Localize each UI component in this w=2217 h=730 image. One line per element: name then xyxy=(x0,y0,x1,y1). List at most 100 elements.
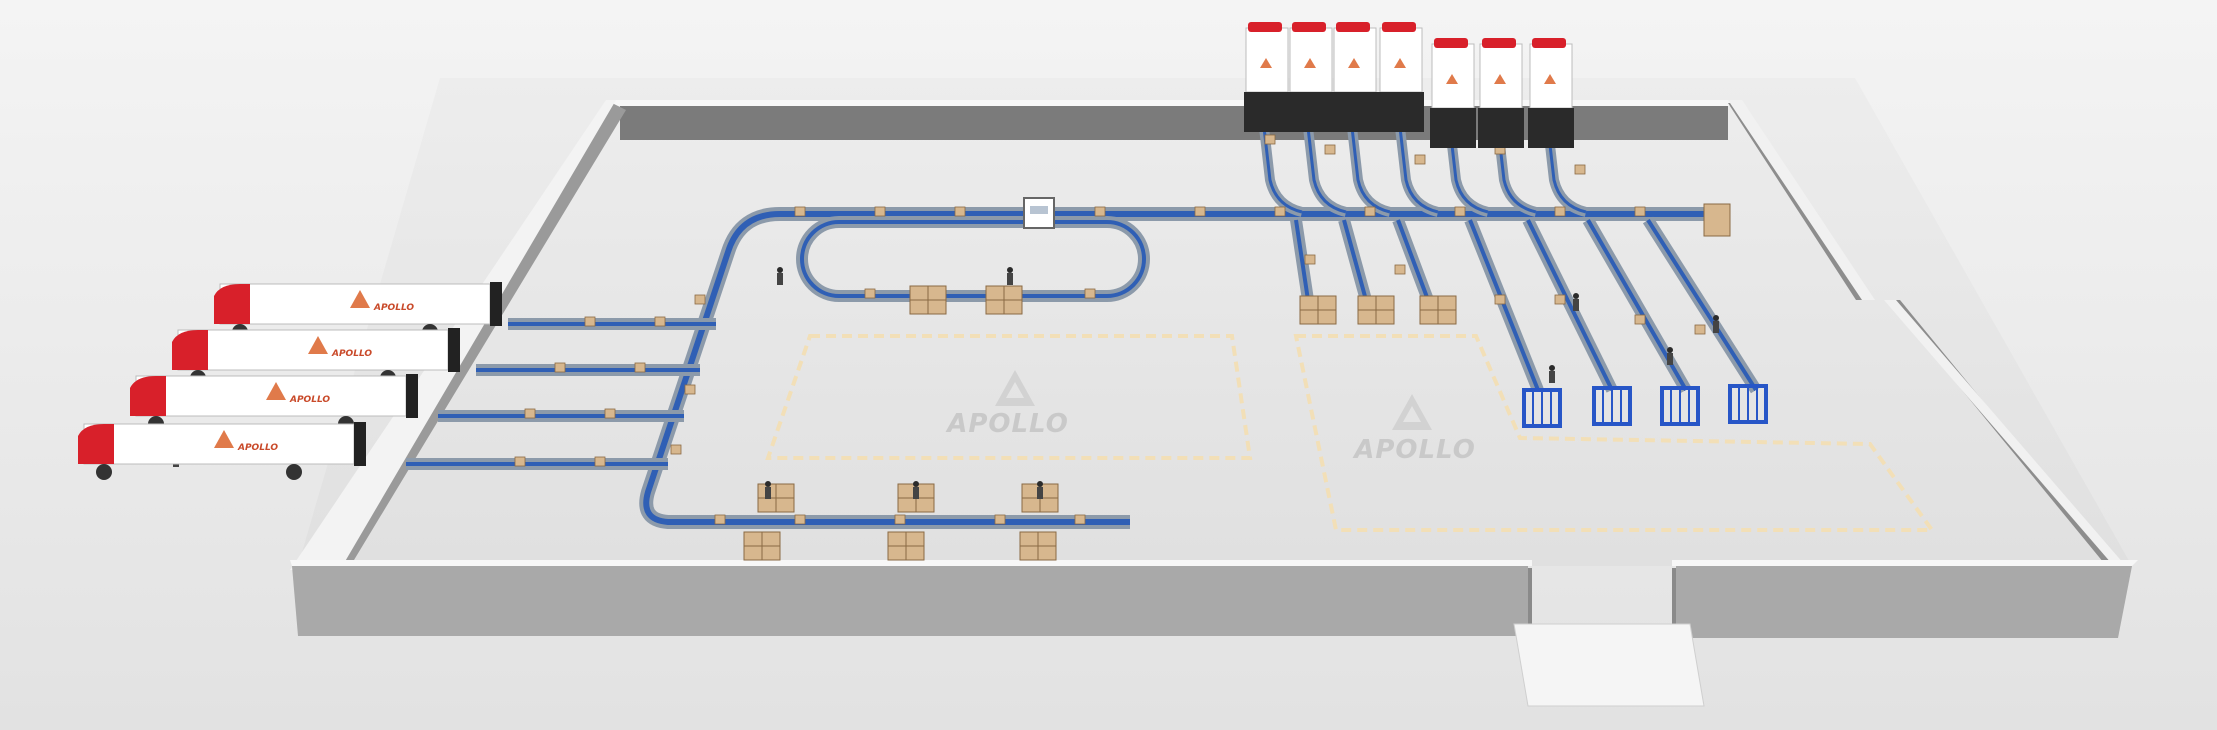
roll-cage-icon xyxy=(1728,384,1768,424)
parcel-box-icon xyxy=(1274,206,1286,217)
parcel-box-icon xyxy=(1194,206,1206,217)
truck-icon xyxy=(1332,22,1378,132)
truck-dock-seal xyxy=(448,328,460,372)
parcel-box-icon xyxy=(714,514,726,525)
parcel-box-icon xyxy=(1454,206,1466,217)
worker-head xyxy=(1713,315,1719,321)
truck-dock-seal xyxy=(1528,108,1574,148)
worker-icon xyxy=(777,267,783,285)
truck-logo-text: APOLLO xyxy=(237,443,278,453)
trucks-left-dock: APOLLO APOLLO APOLLO APOLLO xyxy=(78,282,502,480)
worker-body xyxy=(1713,321,1719,333)
roll-cage-icon xyxy=(1660,386,1700,426)
parcel-box-icon xyxy=(794,206,806,217)
truck-logo-icon xyxy=(214,430,234,448)
pallets xyxy=(743,285,1457,561)
parcel-box-icon xyxy=(1324,144,1336,155)
pallet-icon xyxy=(909,285,947,315)
outbound-chute-belt xyxy=(1526,219,1614,391)
worker-head xyxy=(1007,267,1013,273)
truck-wheel xyxy=(286,464,302,480)
truck-icon: APOLLO xyxy=(130,374,418,432)
outbound-chute-belt xyxy=(1646,218,1758,392)
worker-icon xyxy=(1573,293,1579,311)
unloading-belts xyxy=(406,318,716,470)
parcel-box-icon xyxy=(954,206,966,217)
pallet-icon xyxy=(743,531,781,561)
recirculation-loop xyxy=(796,216,1150,302)
parcel-box-icon xyxy=(1634,314,1646,325)
inbound-chute-belt xyxy=(1304,109,1347,214)
truck-logo-icon xyxy=(308,336,328,354)
worker-head xyxy=(765,481,771,487)
parcel-box-icon xyxy=(1574,164,1586,175)
sorter-main-line xyxy=(1160,203,1731,237)
parcel-box-icon xyxy=(794,514,806,525)
worker-body xyxy=(1037,487,1043,499)
floor-logo-left: APOLLO xyxy=(945,370,1069,439)
truck-cab xyxy=(1434,38,1468,48)
truck-dock-seal xyxy=(1244,92,1290,132)
zone-outline-left xyxy=(765,334,1253,460)
worker-head xyxy=(1549,365,1555,371)
truck-icon xyxy=(1378,22,1424,132)
pallet-icon xyxy=(757,483,795,513)
trucks-top-dock xyxy=(1244,22,1574,148)
truck-icon: APOLLO xyxy=(78,422,366,480)
inbound-chute-belt xyxy=(1446,109,1489,214)
truck-cab xyxy=(78,424,114,464)
worker-body xyxy=(913,487,919,499)
truck-wheel xyxy=(96,464,112,480)
outbound-chute-belt xyxy=(1342,219,1368,301)
parcel-box-icon xyxy=(894,514,906,525)
parcel-box-icon xyxy=(524,408,536,419)
truck-dock-seal xyxy=(1430,108,1476,148)
parcel-box-icon xyxy=(994,514,1006,525)
outbound-chutes xyxy=(1290,216,1762,394)
parcel-box-icon xyxy=(1634,206,1646,217)
parcel-box-icon xyxy=(864,288,876,299)
truck-logo-icon xyxy=(1446,74,1458,84)
parcel-box-icon xyxy=(1494,294,1506,305)
outbound-chute-belt xyxy=(1468,219,1540,391)
truck-cab xyxy=(1292,22,1326,32)
worker-icon xyxy=(1667,347,1673,365)
worker-head xyxy=(777,267,783,273)
parcel-box-icon xyxy=(514,456,526,467)
truck-logo-icon xyxy=(1394,58,1406,68)
truck-logo-text: APOLLO xyxy=(331,349,372,359)
worker-head xyxy=(913,481,919,487)
main-conveyor-line xyxy=(639,207,1160,529)
roll-cage-icon xyxy=(1592,386,1632,426)
front-wall xyxy=(290,560,2138,638)
parcel-box-icon xyxy=(694,294,706,305)
truck-cab xyxy=(130,376,166,416)
truck-dock-seal xyxy=(1288,92,1334,132)
truck-dock-seal xyxy=(1378,92,1424,132)
inbound-chute-belt xyxy=(1494,109,1537,214)
parcel-box-icon xyxy=(1304,254,1316,265)
worker-body xyxy=(1667,353,1673,365)
roll-cages xyxy=(1522,384,1768,428)
worker-icon xyxy=(1713,315,1719,333)
worker-head xyxy=(1573,293,1579,299)
door-ramp xyxy=(1513,623,1705,707)
pallet-icon xyxy=(1019,531,1057,561)
parcel-box-icon xyxy=(1264,134,1276,145)
worker-body xyxy=(1007,273,1013,285)
inbound-chute-belt xyxy=(1260,109,1303,214)
worker-head xyxy=(1667,347,1673,353)
pallet-icon xyxy=(1299,295,1337,325)
truck-icon xyxy=(1528,38,1574,148)
truck-dock-seal xyxy=(354,422,366,466)
parcel-box-icon xyxy=(1084,288,1096,299)
truck-dock-seal xyxy=(1332,92,1378,132)
truck-icon xyxy=(1244,22,1290,132)
zone-outline-right xyxy=(1293,334,1936,532)
parcel-box-icon xyxy=(604,408,616,419)
apollo-logo-icon xyxy=(1392,394,1432,430)
floor-logo-text-left: APOLLO xyxy=(945,409,1069,439)
truck-logo-text: APOLLO xyxy=(373,303,414,313)
inbound-chute-belt xyxy=(1544,109,1587,214)
truck-cab xyxy=(1248,22,1282,32)
